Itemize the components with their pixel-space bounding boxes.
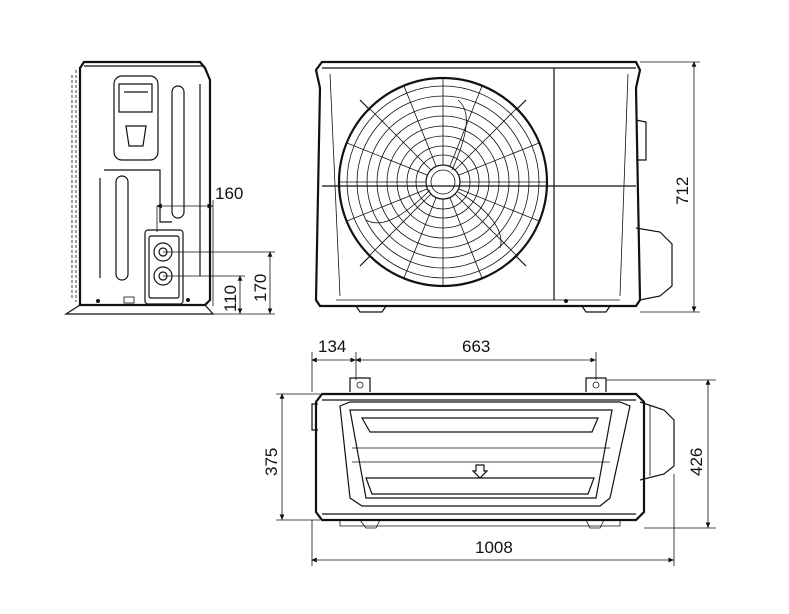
dim-top-depth-body: 375 (262, 448, 281, 476)
pipe-valve-icon (153, 242, 173, 286)
dim-side-upper-pipe: 170 (251, 274, 270, 302)
fan-grille-icon (337, 76, 549, 288)
dim-side-pipe-offset: 160 (215, 184, 243, 203)
front-view: 712 (314, 60, 700, 313)
dim-top-depth-total: 426 (687, 448, 706, 476)
side-view: 160 110 170 (63, 60, 275, 315)
drain-arrow-icon (471, 464, 489, 479)
top-view: 134 663 375 426 1008 (262, 337, 716, 566)
dim-top-mount-offset: 134 (318, 337, 346, 356)
dim-front-height: 712 (673, 177, 692, 205)
dim-top-width-total: 1008 (475, 538, 513, 557)
dim-side-lower-pipe: 110 (221, 285, 240, 312)
dim-top-mount-spacing: 663 (462, 337, 490, 356)
